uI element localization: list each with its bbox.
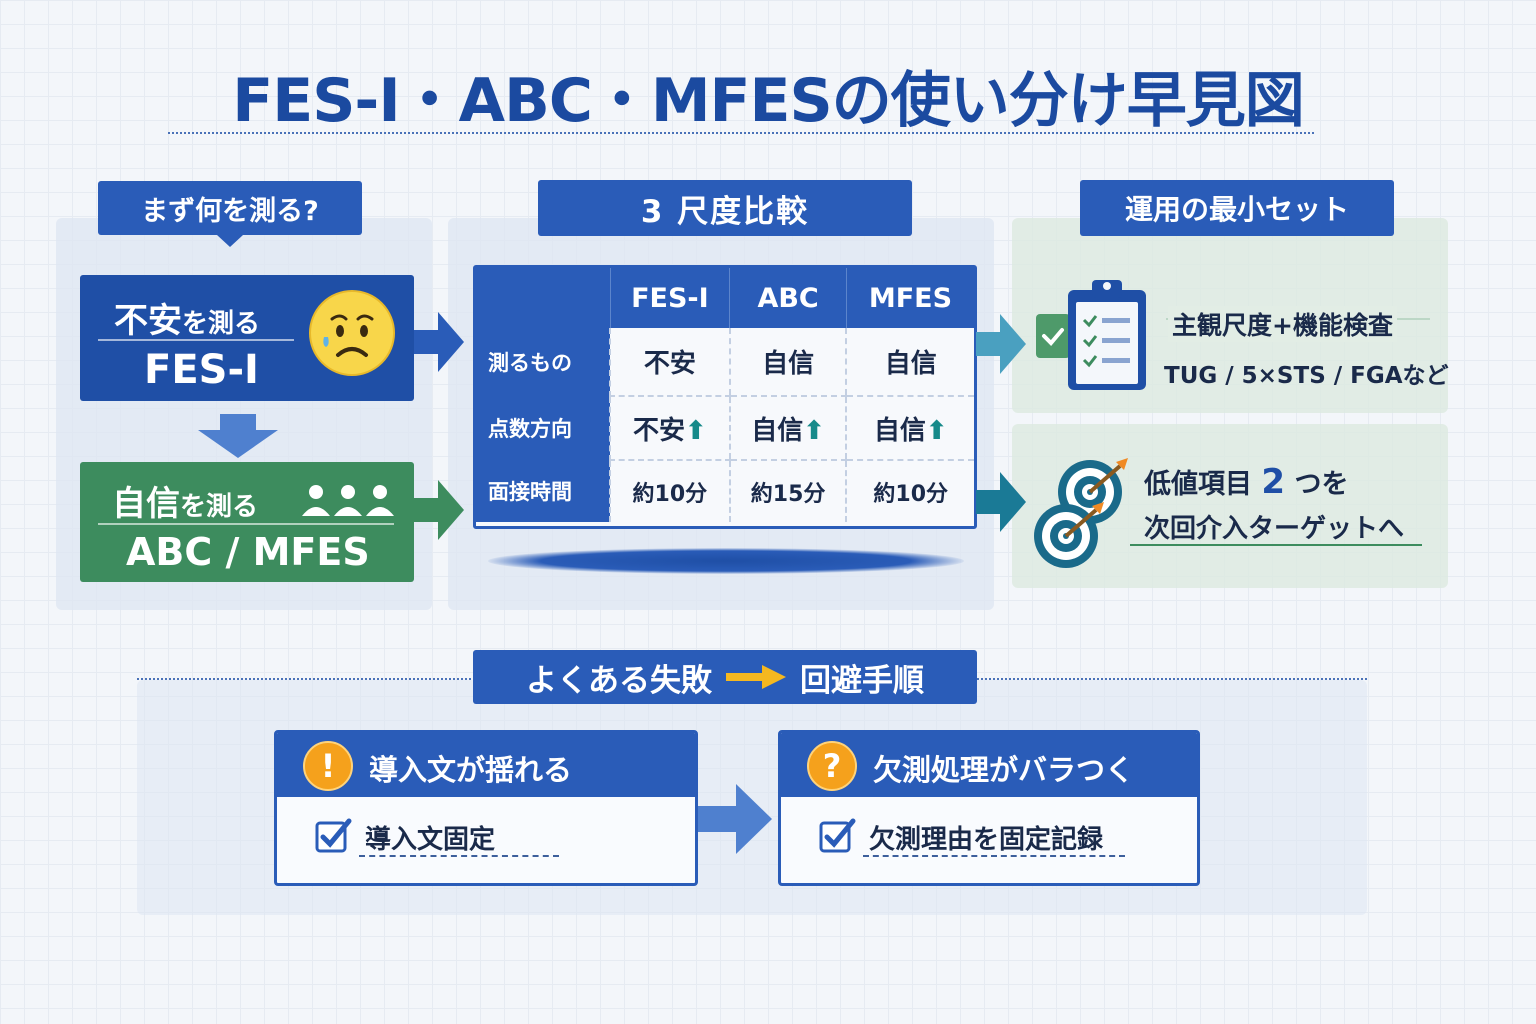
card-title: 導入文が揺れる	[369, 753, 573, 787]
confidence-box: 自信を測る ABC / MFES	[80, 462, 414, 582]
anxiety-line: 不安を測る	[114, 293, 260, 342]
table-cell: 約10分	[609, 460, 730, 522]
table-cell: 自信	[845, 328, 974, 397]
fail-card: ? 欠測処理がバラつく 欠測理由を固定記録	[778, 730, 1200, 886]
corner-cell	[476, 268, 611, 328]
up-arrow-icon: ⬆	[684, 415, 707, 446]
page-title: FES-I・ABC・MFESの使い分け早見図	[232, 66, 1305, 136]
row-header: 点数方向	[476, 396, 610, 460]
down-arrow-icon	[198, 414, 278, 458]
table-cell: 自信⬆	[845, 396, 974, 461]
right-arrow-icon	[414, 312, 464, 372]
target-post: つを	[1294, 469, 1349, 500]
table-cell: 不安⬆	[609, 396, 730, 461]
minset-line1: 主観尺度+機能検査	[1168, 306, 1397, 342]
row-header: 面接時間	[476, 460, 610, 522]
checkbox-icon	[315, 818, 352, 853]
column-header: ABC	[729, 268, 847, 328]
comparison-grid: FES-I ABC MFES 測るもの 不安 自信 自信 点数方向 不安⬆ 自信…	[476, 268, 974, 522]
table-cell: 約10分	[845, 460, 974, 522]
table-cell: 自信	[728, 328, 847, 397]
right-arrow-icon	[976, 314, 1026, 374]
people-icon	[302, 485, 394, 516]
target-icon	[1034, 458, 1128, 568]
table-cell: 約15分	[728, 460, 847, 522]
right-arrow-icon	[976, 472, 1026, 532]
fail-header-left: よくある失敗	[526, 662, 712, 699]
anxiety-word: 不安	[114, 301, 182, 341]
measure-word: を測る	[180, 492, 259, 522]
confidence-line: 自信を測る	[112, 476, 258, 525]
cell-text: 不安	[632, 415, 685, 446]
target-rule	[1130, 544, 1422, 546]
cell-text: 自信	[873, 415, 926, 446]
target-line2: 次回介入ターゲットへ	[1144, 514, 1405, 544]
card-item: 欠測理由を固定記録	[869, 825, 1104, 855]
question-icon: ?	[807, 741, 857, 791]
checkbox-icon	[819, 818, 856, 853]
target-line1: 低値項目 2 つを	[1144, 462, 1348, 502]
what-to-measure-header: まず何を測る?	[98, 181, 362, 235]
box-rule	[98, 339, 294, 341]
title-divider	[168, 132, 1314, 134]
up-arrow-icon: ⬆	[925, 415, 948, 446]
column-header: FES-I	[610, 268, 731, 328]
header-pointer	[217, 235, 243, 247]
minset-header: 運用の最小セット	[1080, 180, 1394, 236]
column-header: MFES	[846, 268, 974, 328]
fail-card: ! 導入文が揺れる 導入文固定	[274, 730, 698, 886]
measure-word: を測る	[182, 309, 261, 339]
right-arrow-icon	[414, 480, 464, 540]
worried-face-icon	[309, 290, 395, 376]
clipboard-icon	[1036, 280, 1146, 390]
table-cell: 自信⬆	[728, 396, 847, 461]
up-arrow-icon: ⬆	[803, 415, 825, 446]
abc-mfes-label: ABC / MFES	[126, 530, 370, 574]
fes-i-label: FES-I	[144, 347, 259, 393]
row-header: 測るもの	[476, 328, 610, 396]
card-item: 導入文固定	[365, 825, 496, 855]
table-cell: 不安	[609, 328, 730, 397]
fail-header-right: 回避手順	[800, 662, 924, 699]
cell-text: 自信	[751, 415, 804, 446]
card-title: 欠測処理がバラつく	[873, 753, 1135, 787]
right-arrow-icon	[726, 665, 786, 689]
confidence-word: 自信	[112, 484, 180, 524]
target-pre: 低値項目	[1144, 469, 1252, 500]
card-rule	[359, 855, 559, 857]
card-rule	[863, 855, 1125, 857]
right-arrow-icon	[698, 784, 772, 854]
compare-header: 3 尺度比較	[538, 180, 912, 236]
anxiety-box: 不安を測る FES-I	[80, 275, 414, 401]
fail-header: よくある失敗 回避手順	[473, 650, 977, 704]
box-rule	[98, 523, 394, 525]
target-count: 2	[1261, 462, 1286, 502]
table-shadow	[488, 548, 964, 574]
minset-line2: TUG / 5×STS / FGAなど	[1164, 363, 1449, 389]
warning-icon: !	[303, 741, 353, 791]
comparison-table: FES-I ABC MFES 測るもの 不安 自信 自信 点数方向 不安⬆ 自信…	[473, 265, 977, 529]
